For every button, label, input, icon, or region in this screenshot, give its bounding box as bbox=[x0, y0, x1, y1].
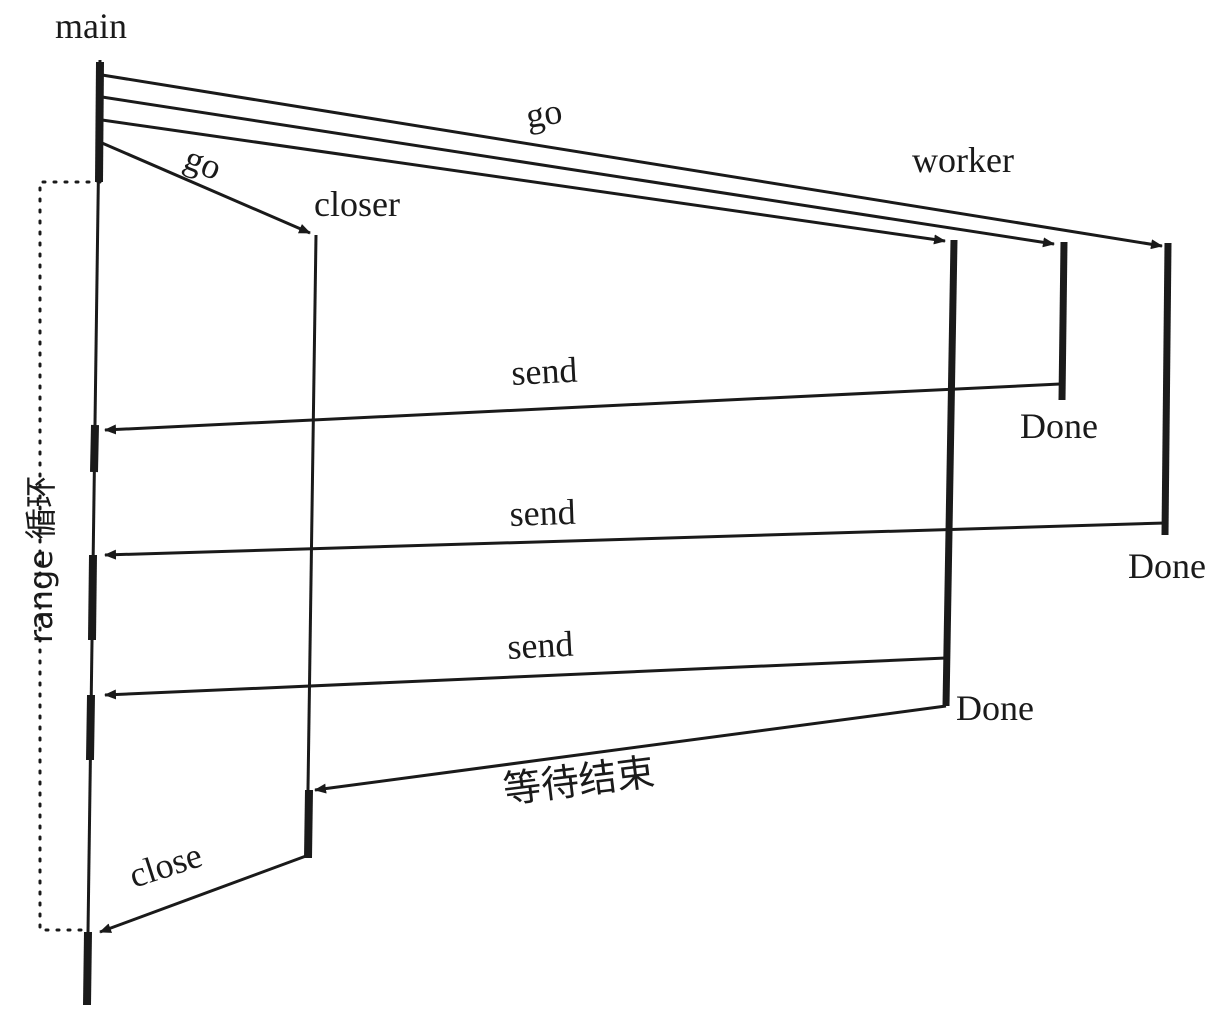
worker-label: worker bbox=[912, 140, 1014, 180]
wait-end-label: 等待结束 bbox=[501, 750, 657, 812]
send-label-1: send bbox=[510, 350, 578, 393]
worker-1-lifeline bbox=[942, 239, 958, 707]
go-label-top: go bbox=[523, 91, 565, 136]
close-label: close bbox=[124, 835, 207, 896]
send-label-2: send bbox=[509, 492, 576, 534]
main-label: main bbox=[55, 6, 127, 46]
closer-lifeline bbox=[304, 234, 318, 859]
done-label-worker-2: Done bbox=[1020, 406, 1098, 446]
main-lifeline bbox=[83, 59, 104, 1006]
send-arrow-1 bbox=[104, 382, 1061, 435]
send-arrow-2 bbox=[104, 521, 1166, 560]
close-arrow bbox=[99, 854, 307, 934]
worker-3-lifeline bbox=[1161, 242, 1172, 536]
go-arrow-worker-1 bbox=[101, 118, 946, 245]
done-label-worker-3: Done bbox=[1128, 546, 1206, 586]
range-loop-label: range 循环 bbox=[22, 476, 60, 643]
go-arrow-worker-2 bbox=[101, 95, 1055, 248]
wait-end-arrow bbox=[314, 704, 947, 794]
closer-label: closer bbox=[314, 184, 400, 224]
done-label-worker-1: Done bbox=[956, 688, 1034, 728]
worker-2-lifeline bbox=[1058, 241, 1068, 401]
send-arrow-3 bbox=[104, 656, 947, 700]
go-arrow-worker-3 bbox=[101, 73, 1163, 250]
send-label-3: send bbox=[506, 624, 574, 667]
go-arrow-closer bbox=[101, 141, 311, 235]
